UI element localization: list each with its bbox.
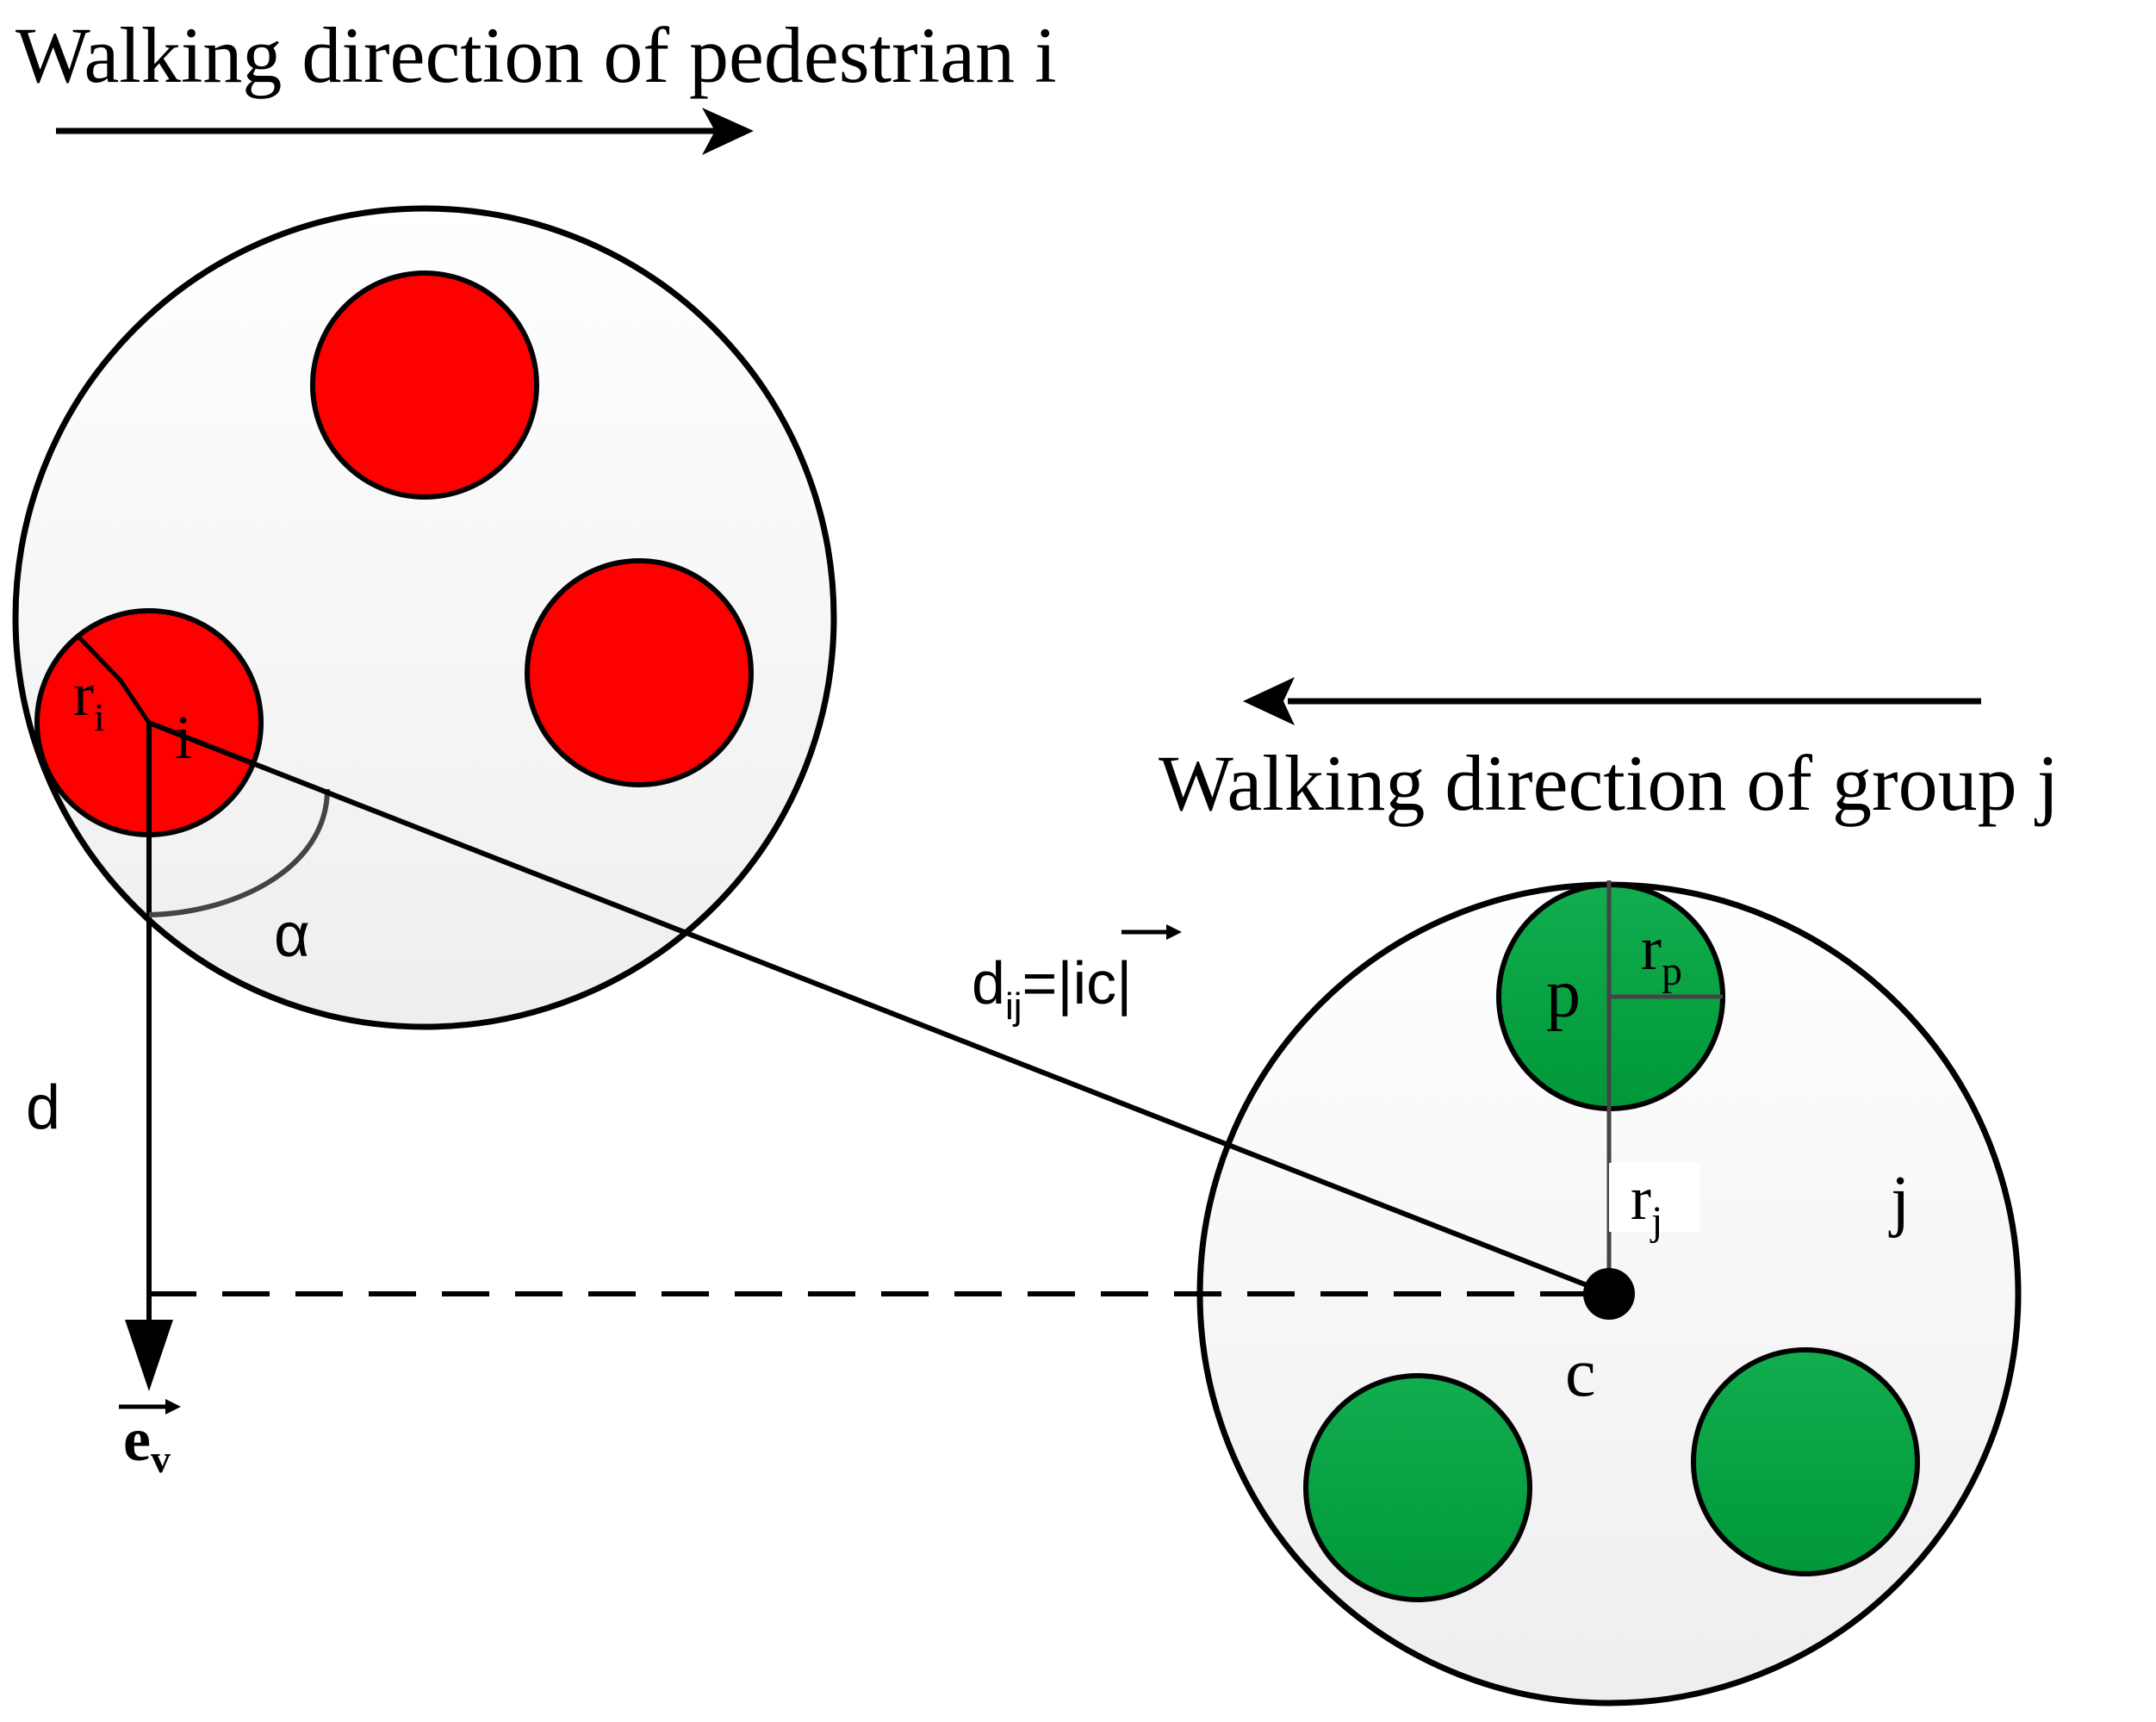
group-j-label: j xyxy=(1888,1163,1910,1239)
rj-label-background xyxy=(1609,1163,1699,1232)
center-c-label: c xyxy=(1565,1335,1596,1411)
ev-arrowhead xyxy=(125,1320,173,1391)
ri-label: ri xyxy=(73,660,105,739)
ev-subscript: v xyxy=(151,1437,171,1481)
group-i-circle xyxy=(12,205,837,1030)
d-label: d xyxy=(26,1073,60,1142)
center-point-c xyxy=(1583,1268,1635,1320)
radius-ri-line xyxy=(76,634,152,724)
alpha-arc xyxy=(148,788,330,917)
pedestrian-red-right xyxy=(525,558,754,787)
rj-subscript: j xyxy=(1650,1198,1662,1244)
group-member-bottom-right xyxy=(1691,1347,1920,1576)
alpha-label: α xyxy=(274,901,310,970)
dij-formula-label: dij=|ic| xyxy=(972,924,1182,1028)
ic-vector-text: ic xyxy=(1073,949,1117,1016)
ev-label: ev xyxy=(119,1399,181,1481)
svg-text:ev: ev xyxy=(123,1405,171,1481)
group-direction-arrow xyxy=(1243,677,1981,725)
rp-label: rp xyxy=(1641,914,1682,994)
rj-label: rj xyxy=(1631,1164,1662,1244)
ri-subscript: i xyxy=(94,695,105,739)
rp-subscript: p xyxy=(1662,948,1682,994)
dij-subscript: ij xyxy=(1005,985,1022,1028)
p-label: p xyxy=(1546,956,1581,1032)
group-member-bottom-left xyxy=(1303,1373,1532,1602)
group-direction-label: Walking direction of group j xyxy=(1159,739,2059,827)
svg-text:dij=|ic|: dij=|ic| xyxy=(972,949,1132,1028)
pedestrian-i-label: i xyxy=(175,703,192,772)
pedestrian-direction-arrow xyxy=(56,108,754,155)
pedestrian-red-top xyxy=(310,270,539,500)
dij-line xyxy=(147,720,1611,1296)
pedestrian-direction-label: Walking direction of pedestrian i xyxy=(16,11,1057,99)
